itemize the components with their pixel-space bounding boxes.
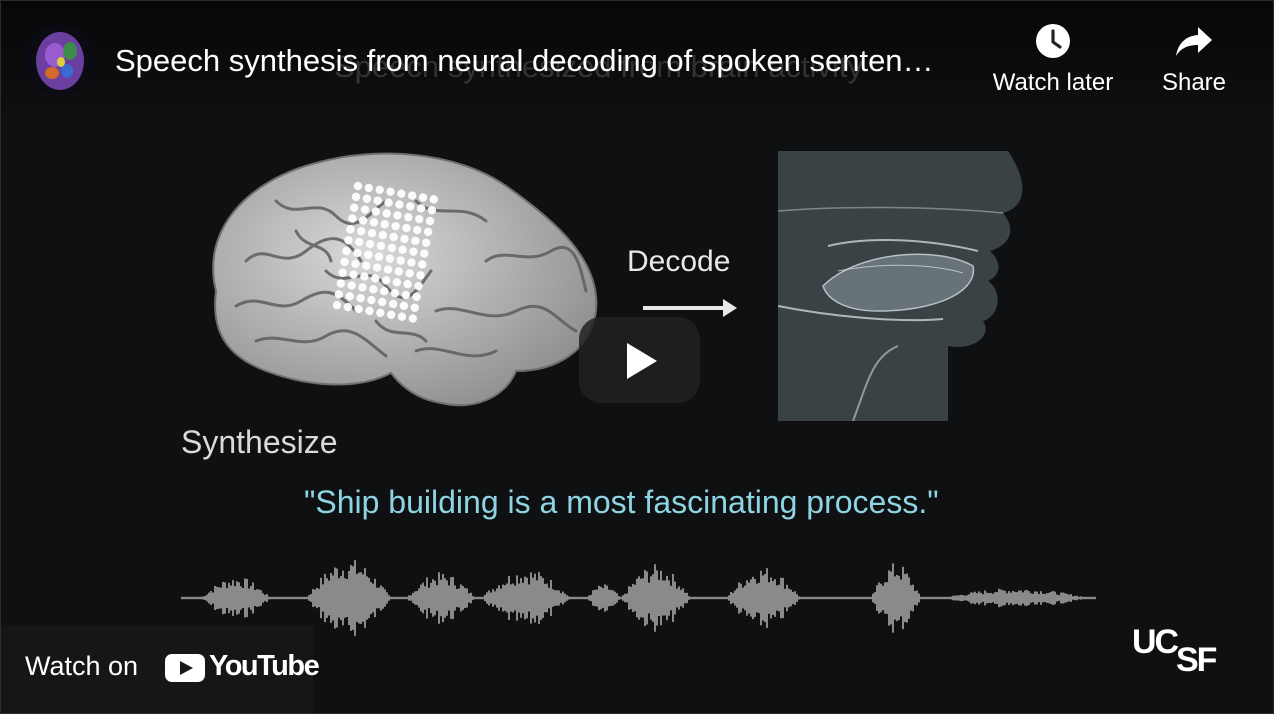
watch-later-button[interactable]: Watch later [986,23,1120,97]
clock-icon [1036,24,1070,58]
brain-image [212,152,598,407]
share-arrow-icon [1176,27,1212,56]
share-label: Share [1161,69,1227,96]
vocal-tract-image [778,151,1038,421]
arrow-right-icon [643,299,737,317]
youtube-play-icon [165,654,205,682]
svg-text:SF: SF [1176,641,1217,675]
brain-scan-avatar-icon [25,25,95,95]
decode-label: Decode [627,245,731,278]
play-button[interactable] [579,317,700,403]
play-icon [627,343,657,379]
watch-later-label: Watch later [992,69,1114,96]
ucsf-logo: UC SF [1132,623,1219,675]
youtube-wordmark: YouTube [209,650,320,682]
watch-on-label: Watch on [25,651,139,681]
synthesized-sentence: "Ship building is a most fascinating pro… [304,484,939,520]
channel-avatar[interactable] [25,25,95,95]
video-title[interactable]: Speech synthesis from neural decoding of… [115,43,934,78]
synthesize-label: Synthesize [181,424,338,460]
audio-waveform [181,560,1096,636]
share-button[interactable]: Share [1159,23,1229,97]
svg-text:UC: UC [1132,623,1179,661]
watch-on-youtube-button[interactable]: Watch on [1,625,313,713]
